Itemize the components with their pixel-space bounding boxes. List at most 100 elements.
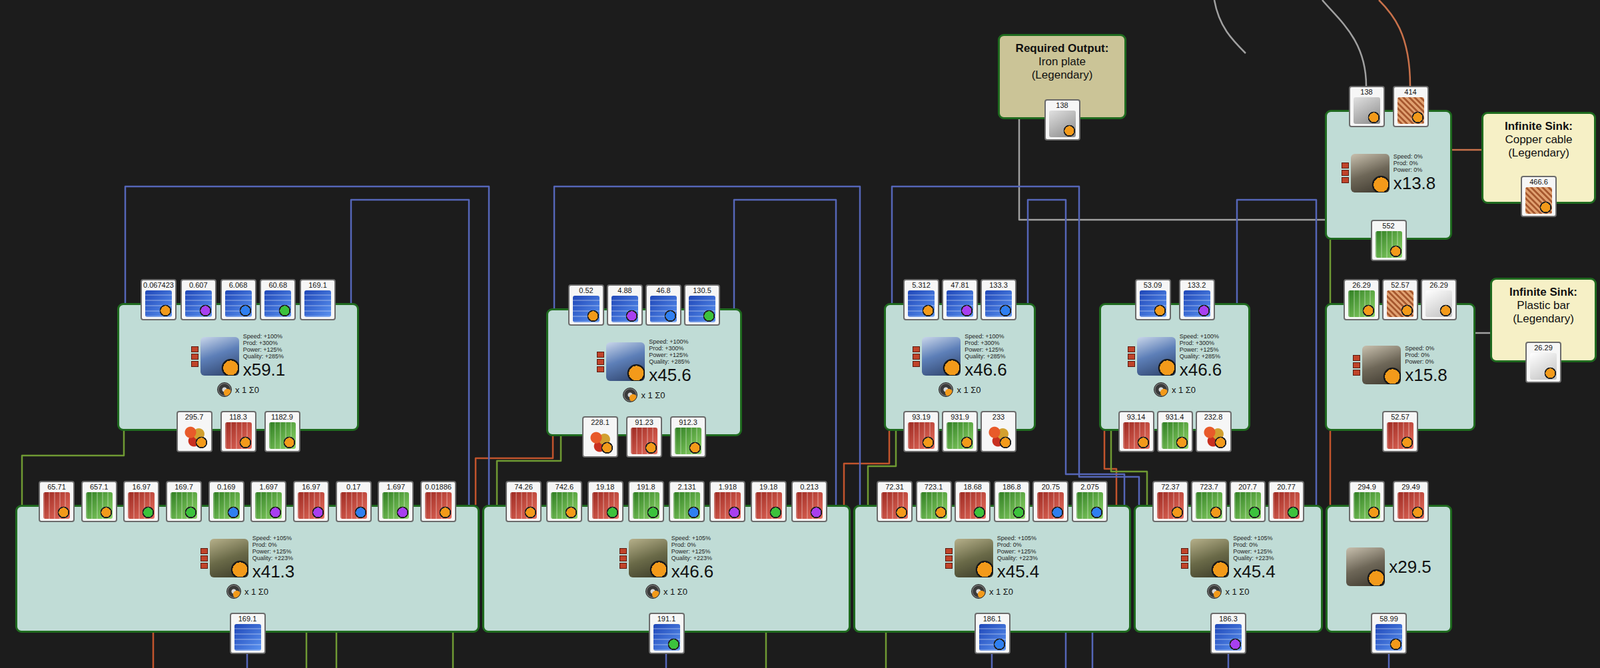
item-slot: 232.8 [1195, 410, 1232, 453]
machine-text: Speed: +100%Prod: +300%Power: +125%Quali… [1179, 333, 1223, 380]
machine-icon [921, 337, 961, 376]
item-icon [572, 295, 600, 323]
item-icon [424, 492, 452, 519]
item-slot: 1182.9 [264, 410, 301, 453]
item-amount: 19.18 [588, 482, 623, 492]
item-icon [674, 427, 702, 455]
item-icon [796, 492, 823, 519]
item-icon [1214, 624, 1242, 651]
item-slot: 186.3 [1210, 612, 1247, 655]
flow-line [734, 199, 836, 505]
item-icon [145, 290, 172, 318]
beacon-row: x 1 Σ0 [217, 382, 260, 398]
item-slot: 47.81 [941, 279, 978, 321]
item-slot: 912.3 [670, 416, 707, 458]
beacon-count: x 1 Σ0 [1224, 586, 1249, 597]
item-slot: 130.5 [684, 284, 721, 326]
item-amount: 72.31 [877, 482, 912, 492]
recipe-box: 5.31247.81133.3Speed: +100%Prod: +300%Po… [883, 303, 1036, 431]
item-amount: 912.3 [671, 417, 705, 427]
item-amount: 232.8 [1197, 412, 1231, 422]
module-effect: Power: +125% [964, 346, 1008, 354]
machine-text: Speed: +100%Prod: +300%Power: +125%Quali… [648, 338, 692, 386]
module-effect: Prod: 0% [671, 541, 715, 549]
beacon-icon [1153, 382, 1169, 398]
item-icon [297, 492, 325, 519]
item-amount: 138 [1350, 87, 1384, 97]
item-slot: 186.8 [993, 480, 1030, 523]
item-slot: 207.7 [1229, 480, 1266, 523]
item-amount: 60.68 [261, 280, 295, 290]
item-slot: 186.1 [974, 612, 1011, 655]
item-slot: 1.697 [377, 480, 414, 523]
module-icons [1341, 162, 1349, 184]
item-icon [688, 295, 716, 323]
item-slot: 19.18 [587, 480, 624, 523]
module-effect: Power: +125% [1232, 548, 1276, 555]
machine-icon [954, 538, 994, 578]
item-icon [985, 422, 1012, 449]
machine-text: Speed: +105%Prod: 0%Power: +125%Quality:… [997, 534, 1040, 582]
machine-icon [200, 337, 240, 376]
item-slot: 6.068 [220, 279, 257, 321]
machine-text: Speed: 0%Prod: 0%Power: 0%x15.8 [1404, 345, 1448, 386]
item-icon [959, 492, 986, 519]
feed-line [1378, 0, 1411, 86]
beacon-count: x 1 Σ0 [1171, 385, 1196, 396]
item-slot: 52.57 [1382, 279, 1419, 321]
item-slot: 133.3 [980, 279, 1017, 321]
module-effect: Power: 0% [1404, 358, 1448, 366]
item-slot: 91.23 [626, 416, 663, 458]
item-name: Iron plate (Legendary) [999, 55, 1125, 82]
recipe-box: 74.26742.619.18191.82.1311.91819.180.213… [482, 504, 851, 633]
beacon-count: x 1 Σ0 [956, 385, 981, 396]
feed-line [1322, 0, 1367, 86]
item-amount: 1182.9 [265, 412, 300, 422]
item-slot: 20.75 [1032, 480, 1069, 523]
module-effect: Power: +125% [252, 548, 296, 555]
module-icons [596, 351, 605, 373]
item-amount: 0.169 [209, 482, 244, 492]
node-heading: Required Output: [999, 41, 1125, 56]
item-name: Copper cable (Legendary) [1483, 133, 1595, 160]
item-slot: 72.37 [1152, 480, 1189, 523]
item-amount: 133.3 [981, 280, 1016, 290]
item-slot: 29.49 [1392, 480, 1429, 523]
sink-box: Infinite Sink:Plastic bar (Legendary)26.… [1490, 277, 1597, 363]
item-icon [1234, 492, 1261, 519]
item-amount: 931.4 [1158, 412, 1192, 422]
item-amount: 52.57 [1383, 280, 1417, 290]
machine-icon [1137, 337, 1176, 376]
item-amount: 29.49 [1394, 482, 1428, 492]
machine-icon [1362, 345, 1401, 385]
item-amount: 93.19 [904, 412, 938, 422]
beacon-icon [971, 584, 986, 599]
item-slot: 466.6 [1520, 175, 1557, 218]
item-slot: 657.1 [81, 480, 118, 523]
machine-icon [209, 538, 249, 578]
module-effect: Speed: +105% [671, 534, 715, 542]
item-icon [946, 290, 974, 318]
beacon-icon [226, 584, 242, 599]
item-amount: 723.1 [917, 482, 951, 492]
item-slot: 1.697 [250, 480, 287, 523]
item-slot: 16.97 [123, 480, 160, 523]
item-amount: 16.97 [294, 482, 328, 492]
item-amount: 138 [1045, 100, 1080, 110]
module-effect: Power: 0% [1393, 166, 1437, 174]
output-line [246, 654, 249, 668]
machine-group: Speed: 0%Prod: 0%Power: 0%x15.8 [1326, 319, 1474, 411]
module-effect: Speed: +105% [1232, 534, 1276, 542]
item-amount: 931.9 [943, 412, 977, 422]
item-amount: 118.3 [221, 412, 256, 422]
item-icon [881, 492, 908, 519]
item-icon [1353, 97, 1381, 124]
machine-row: Speed: 0%Prod: 0%Power: 0%x13.8 [1341, 153, 1437, 194]
beacon-row: x 1 Σ0 [226, 584, 269, 599]
recipe-box: 294.929.49x29.558.99 [1325, 504, 1453, 633]
module-icons [200, 548, 208, 569]
item-amount: 0.52 [569, 285, 603, 296]
machine-row: Speed: +105%Prod: 0%Power: +125%Quality:… [200, 534, 296, 582]
item-slot: 294.9 [1348, 480, 1385, 523]
item-slot: 138 [1348, 85, 1385, 128]
